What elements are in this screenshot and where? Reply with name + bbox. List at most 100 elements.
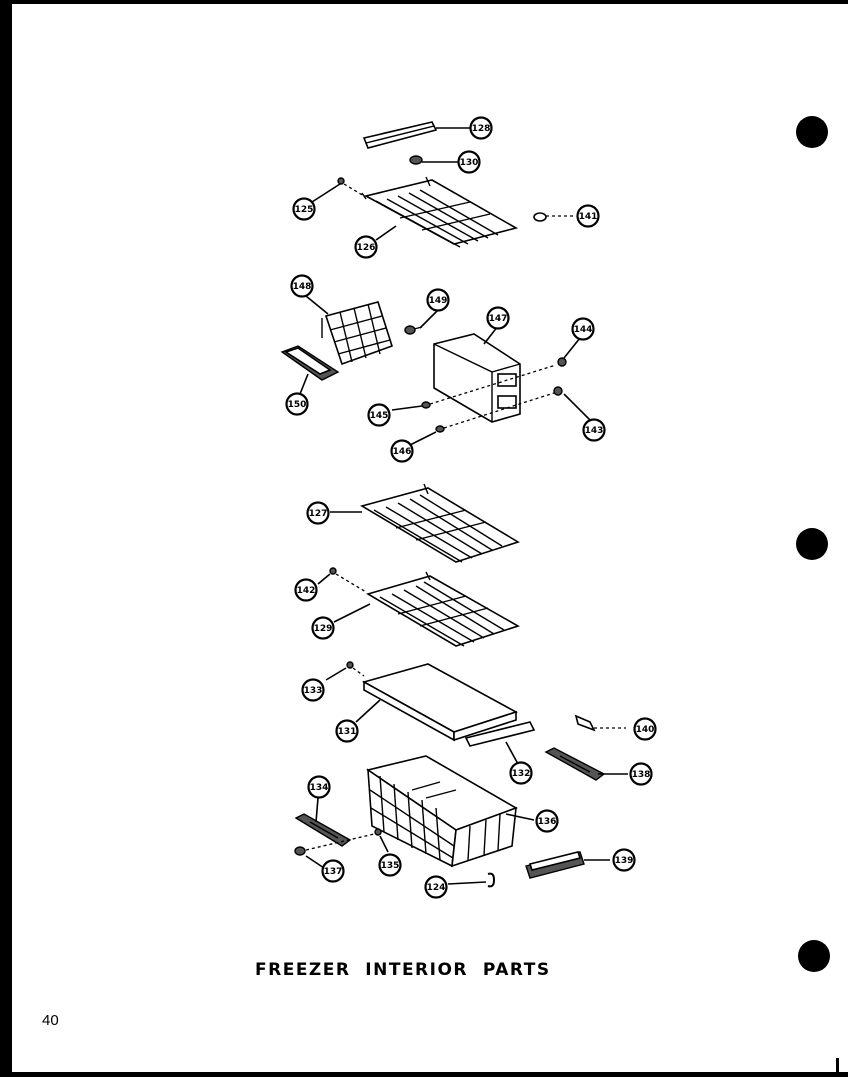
callout-label: 139 [615, 856, 634, 866]
callout-circle [306, 501, 330, 525]
callout-circle [321, 859, 345, 883]
part-freezer-basket [366, 755, 518, 868]
part-ice-tray [280, 345, 340, 381]
callout-label: 147 [489, 314, 508, 324]
callout-label: 125 [295, 205, 314, 215]
part-clip-right [574, 714, 596, 732]
callout-label: 131 [338, 727, 357, 737]
binder-hole-icon [796, 528, 828, 560]
part-pin [421, 401, 431, 409]
callout-label: 138 [632, 770, 651, 780]
callout-135: 135 [378, 853, 402, 877]
part-pin [374, 828, 382, 836]
part-solid-shelf [361, 663, 519, 742]
callout-142: 142 [294, 578, 318, 602]
callout-circle [535, 809, 559, 833]
callout-circle [582, 418, 606, 442]
callout-label: 134 [310, 783, 329, 793]
callout-circle [576, 204, 600, 228]
part-wire-shelf-lower [366, 571, 520, 647]
callout-label: 124 [427, 883, 446, 893]
part-screw [404, 325, 423, 335]
part-pin [553, 386, 563, 396]
callout-138: 138 [629, 762, 653, 786]
callout-label: 128 [472, 124, 491, 134]
callout-label: 133 [304, 686, 323, 696]
callout-circle [571, 317, 595, 341]
callout-circle [292, 197, 316, 221]
callout-circle [367, 403, 391, 427]
callout-circle [469, 116, 493, 140]
part-ice-rack [321, 301, 393, 366]
callout-circle [633, 717, 657, 741]
part-pin [337, 177, 345, 185]
scan-border-top [0, 0, 848, 4]
callout-126: 126 [354, 235, 378, 259]
callout-136: 136 [535, 809, 559, 833]
callout-circle [301, 678, 325, 702]
callout-143: 143 [582, 418, 606, 442]
binder-hole-icon [798, 940, 830, 972]
callout-128: 128 [469, 116, 493, 140]
scan-border-left [0, 0, 12, 1077]
page-number: 40 [42, 1012, 59, 1029]
part-bin-housing [433, 333, 521, 423]
callout-133: 133 [301, 678, 325, 702]
part-shelf-trim [464, 721, 536, 747]
callout-label: 129 [314, 624, 333, 634]
callout-label: 136 [538, 817, 557, 827]
callout-label: 140 [636, 725, 655, 735]
callout-145: 145 [367, 403, 391, 427]
part-number-callouts: 128 130 125 126 141 148 149 147 144 150 145 143 146 1… [285, 116, 657, 899]
callout-label: 142 [297, 586, 316, 596]
callout-129: 129 [311, 616, 335, 640]
callout-137: 137 [321, 859, 345, 883]
callout-circle [378, 853, 402, 877]
callout-124: 124 [424, 875, 448, 899]
callout-label: 132 [512, 769, 531, 779]
part-slide-rail-right [544, 747, 606, 781]
callout-circle [290, 274, 314, 298]
callout-131: 131 [335, 719, 359, 743]
callout-circle [294, 578, 318, 602]
callout-label: 137 [324, 867, 343, 877]
part-trim-top [362, 121, 438, 149]
callout-label: 130 [460, 158, 479, 168]
callout-125: 125 [292, 197, 316, 221]
callout-label: 149 [429, 296, 448, 306]
callout-label: 144 [574, 325, 593, 335]
callout-circle [311, 616, 335, 640]
callout-132: 132 [509, 761, 533, 785]
part-pin [435, 425, 445, 433]
callout-139: 139 [612, 848, 636, 872]
crop-mark [836, 1058, 839, 1072]
callout-circle [424, 875, 448, 899]
callout-circle [335, 719, 359, 743]
callout-circle [354, 235, 378, 259]
callout-label: 141 [579, 212, 598, 222]
callout-130: 130 [457, 150, 481, 174]
part-pin [329, 567, 337, 575]
callout-127: 127 [306, 501, 330, 525]
part-wire-shelf-middle [359, 483, 520, 563]
part-hook [487, 872, 496, 888]
callout-141: 141 [576, 204, 600, 228]
callout-148: 148 [290, 274, 314, 298]
part-pin-right [533, 212, 547, 222]
callout-circle [612, 848, 636, 872]
callout-circle [509, 761, 533, 785]
part-pin [346, 661, 354, 669]
callout-label: 150 [288, 400, 307, 410]
callout-149: 149 [426, 288, 450, 312]
part-slide-rail-left [294, 813, 352, 847]
callout-circle [486, 306, 510, 330]
part-pin [557, 357, 567, 367]
callout-circle [457, 150, 481, 174]
callout-circle [285, 392, 309, 416]
callout-144: 144 [571, 317, 595, 341]
callout-circle [629, 762, 653, 786]
callout-circle [426, 288, 450, 312]
callout-label: 146 [393, 447, 412, 457]
